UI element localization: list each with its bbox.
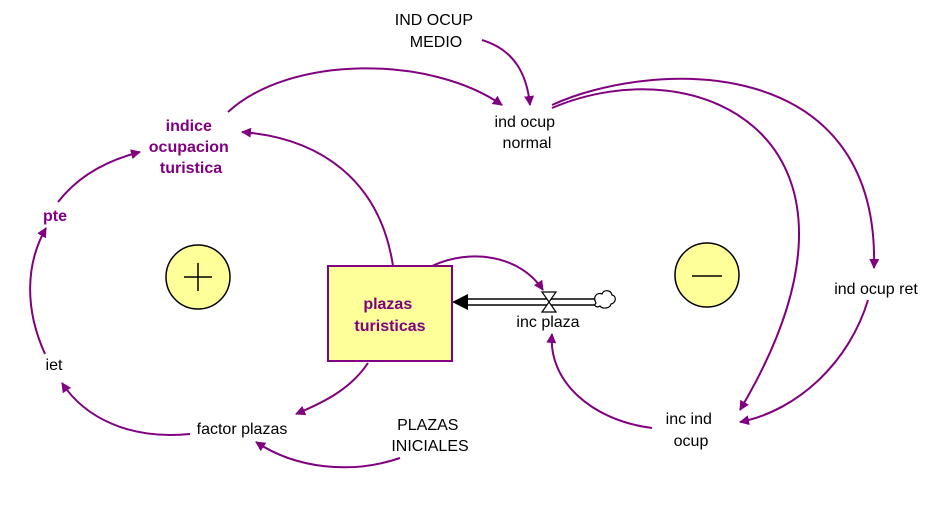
link-medio-to-ind-ocup-normal bbox=[481, 39, 535, 106]
link-iniciales-to-factor bbox=[255, 441, 401, 469]
link-ret-to-inc-ind-ocup bbox=[739, 299, 869, 426]
link-iet-to-pte bbox=[29, 227, 47, 355]
label-ind-ocup-normal: ind ocup normal bbox=[495, 114, 560, 152]
flow-pipe bbox=[452, 290, 616, 313]
label-inc-plaza: inc plaza bbox=[516, 314, 579, 331]
plazas-line-1: plazas bbox=[363, 296, 412, 313]
causal-links bbox=[29, 39, 880, 469]
link-inc-ind-ocup-to-inc-plaza bbox=[546, 333, 653, 429]
link-plazas-to-factor bbox=[295, 362, 369, 416]
label-ind-ocup-ret: ind ocup ret bbox=[834, 281, 918, 298]
label-inc-ind-ocup: inc ind ocup bbox=[666, 411, 717, 450]
flow-arrowhead bbox=[452, 294, 468, 310]
link-pte-to-indice bbox=[57, 149, 141, 203]
link-indice-to-ind-ocup-normal bbox=[227, 67, 503, 113]
loop-negative bbox=[674, 242, 740, 308]
label-plazas-iniciales: PLAZAS INICIALES bbox=[391, 417, 468, 455]
link-normal-to-ind-ocup-ret bbox=[551, 77, 880, 269]
link-factor-to-iet bbox=[61, 382, 191, 436]
link-normal-to-inc-ind-ocup bbox=[551, 88, 801, 411]
plazas-line-2: turisticas bbox=[354, 318, 425, 335]
stock-plazas-turisticas: plazas turisticas bbox=[327, 265, 453, 362]
label-iet: iet bbox=[46, 357, 63, 374]
link-plazas-to-indice bbox=[241, 127, 394, 267]
svg-text:plazas turisticas: plazas turisticas bbox=[354, 296, 425, 335]
link-plazas-to-inc-plaza bbox=[431, 255, 544, 291]
loop-positive bbox=[165, 244, 231, 310]
label-factor-plazas: factor plazas bbox=[197, 421, 288, 438]
label-pte: pte bbox=[43, 208, 67, 225]
valve-icon bbox=[540, 291, 558, 313]
cloud-icon bbox=[594, 290, 616, 309]
label-ind-ocup-medio: IND OCUP MEDIO bbox=[395, 12, 477, 51]
label-indice-ocupacion-turistica: indice ocupacion turistica bbox=[149, 118, 233, 177]
